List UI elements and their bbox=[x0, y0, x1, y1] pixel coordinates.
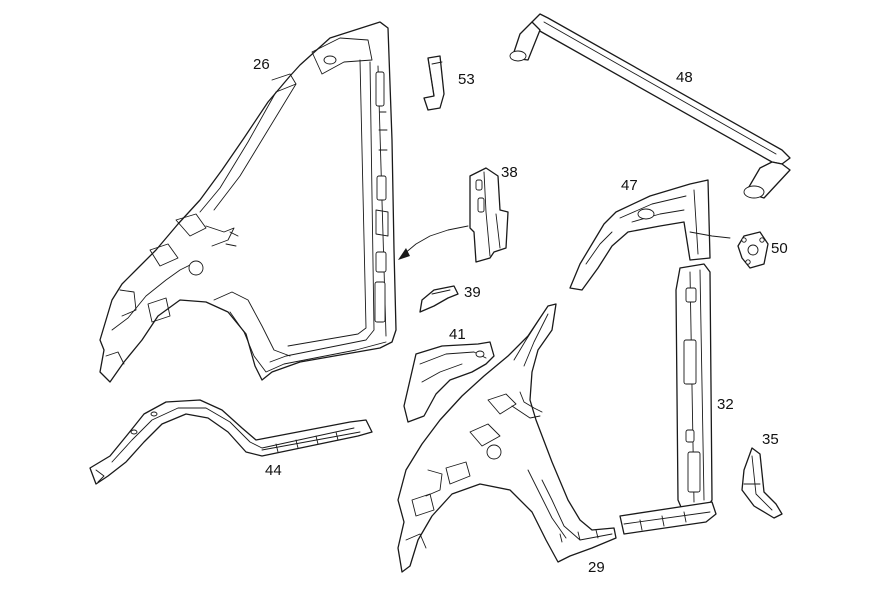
callout-47: 47 bbox=[621, 177, 638, 194]
callout-53: 53 bbox=[458, 71, 475, 88]
part-39-clip bbox=[419, 285, 459, 313]
callout-39: 39 bbox=[464, 284, 481, 301]
part-47-roof-corner bbox=[569, 179, 731, 291]
callout-32: 32 bbox=[717, 396, 734, 413]
callout-48: 48 bbox=[676, 69, 693, 86]
part-26-front-side-panel bbox=[99, 21, 397, 383]
part-50-plate bbox=[737, 231, 769, 269]
callout-44: 44 bbox=[265, 462, 282, 479]
part-53-bracket bbox=[423, 55, 445, 111]
part-48-roof-crossbar bbox=[509, 13, 791, 199]
callout-29: 29 bbox=[588, 559, 605, 576]
part-38-pillar-reinforcement bbox=[398, 167, 509, 263]
part-32-b-pillar bbox=[675, 263, 713, 515]
part-41-inner-bracket bbox=[403, 341, 495, 423]
callout-26: 26 bbox=[253, 56, 270, 73]
part-44-wheel-arch bbox=[89, 399, 373, 485]
callout-38: 38 bbox=[501, 164, 518, 181]
part-35-corner-piece bbox=[741, 447, 783, 519]
part-29-lower-side-panel bbox=[397, 303, 717, 573]
callout-35: 35 bbox=[762, 431, 779, 448]
callout-41: 41 bbox=[449, 326, 466, 343]
callout-50: 50 bbox=[771, 240, 788, 257]
